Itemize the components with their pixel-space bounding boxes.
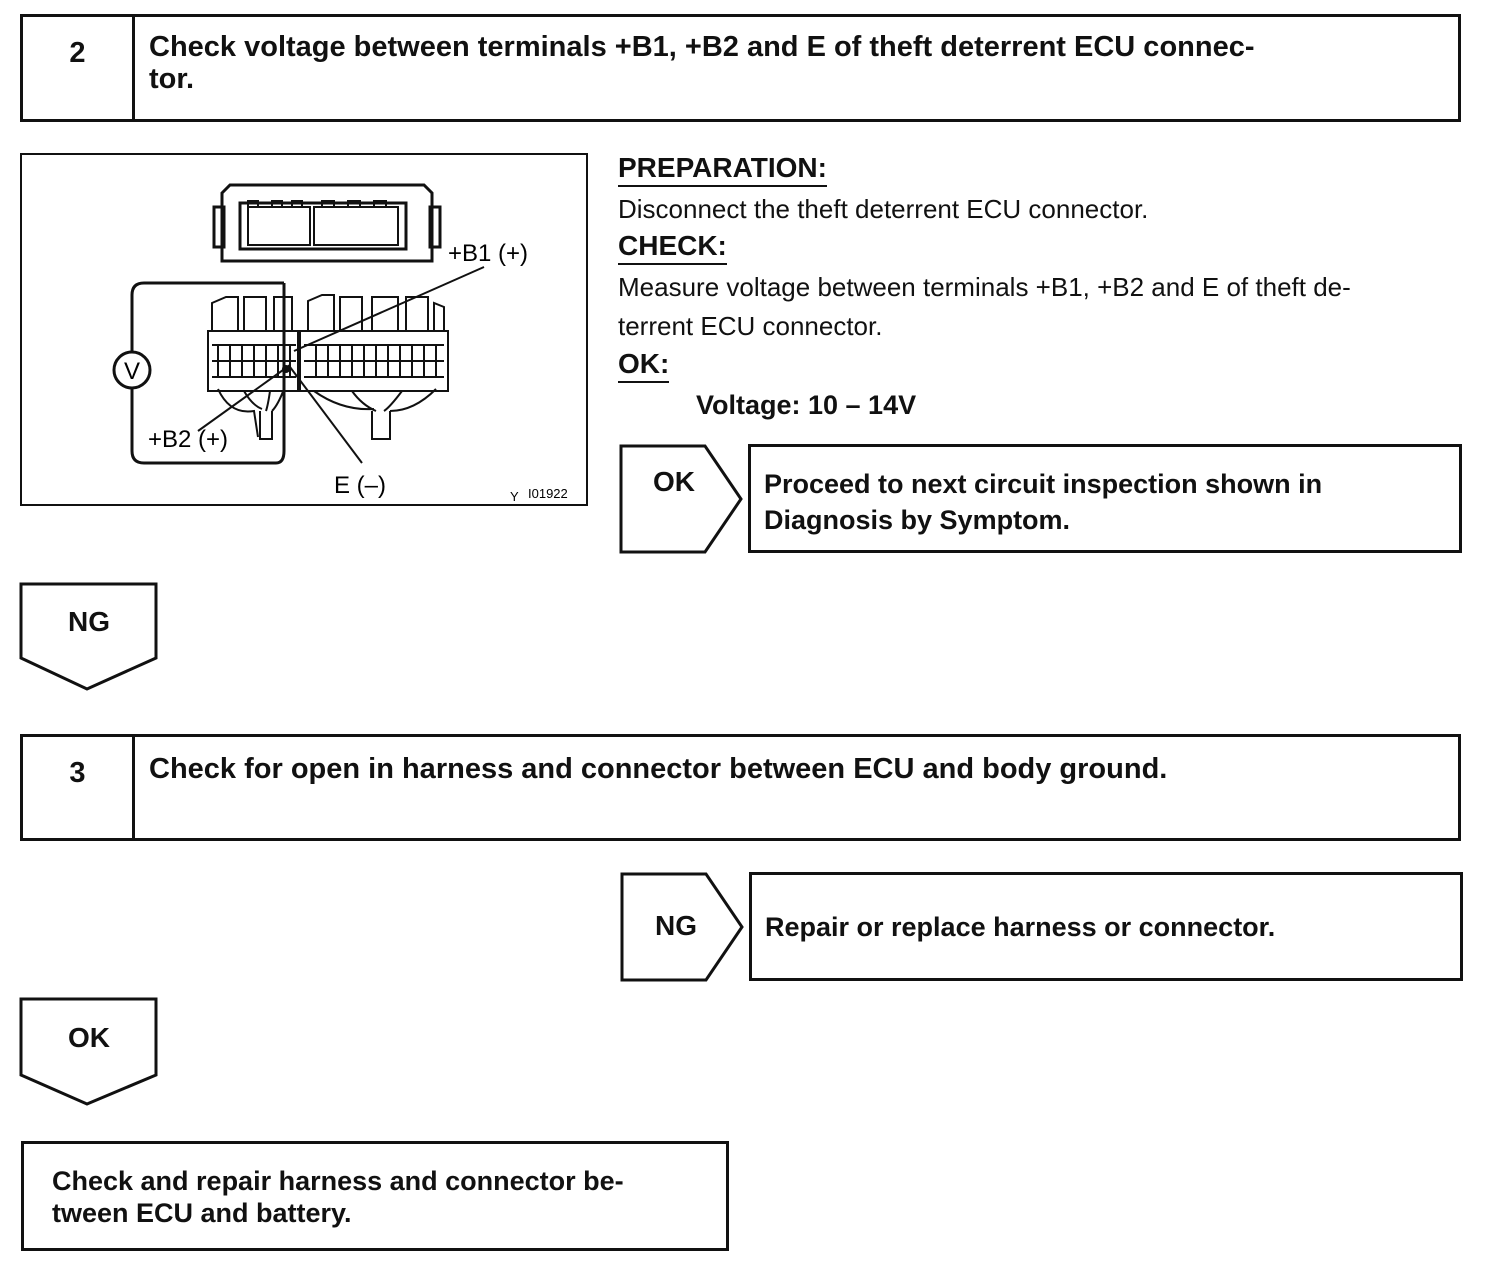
step-2-title: Check voltage between terminals +B1, +B2…	[149, 31, 1255, 95]
preparation-text: Disconnect the theft deterrent ECU conne…	[618, 194, 1149, 224]
voltmeter-symbol: V	[124, 358, 140, 385]
ng-arrow-1	[19, 582, 158, 691]
check-label: CHECK:	[618, 230, 727, 265]
step-2-number: 2	[23, 17, 135, 119]
check-text: Measure voltage between terminals +B1, +…	[618, 272, 1351, 341]
final-action-text: Check and repair harness and connector b…	[52, 1166, 624, 1228]
label-b2: +B2 (+)	[148, 426, 228, 453]
ok-label: OK:	[618, 348, 670, 383]
step-3-number: 3	[23, 737, 135, 838]
ng-arrow-2-label: NG	[655, 910, 697, 941]
leader-lines	[197, 266, 485, 464]
figure-id: I01922	[528, 486, 568, 501]
preparation-label: PREPARATION:	[618, 152, 827, 187]
final-action-box: Check and repair harness and connector b…	[21, 1141, 729, 1251]
step-2-box: 2 Check voltage between terminals +B1, +…	[20, 14, 1461, 122]
connector-figure: V +B1 (+) +B2 (+) E (–) Y I01922	[20, 153, 588, 506]
wire-bundle	[217, 388, 437, 440]
ng-arrow-2	[620, 872, 744, 982]
ng-result-2-box: Repair or replace harness or connector.	[749, 872, 1463, 981]
voltmeter-icon	[112, 350, 152, 390]
terminal-grid	[212, 344, 444, 378]
label-b1: +B1 (+)	[448, 240, 528, 267]
label-e: E (–)	[334, 472, 386, 499]
connector-diagram: V +B1 (+) +B2 (+) E (–) Y I01922	[112, 183, 568, 504]
ok-arrow-2	[19, 997, 158, 1106]
figure-id-prefix: Y	[510, 489, 519, 504]
ok-result-1-text: Proceed to next circuit inspection shown…	[764, 469, 1323, 535]
step-3-box: 3 Check for open in harness and connecto…	[20, 734, 1461, 841]
ok-result-1-box: Proceed to next circuit inspection shown…	[748, 444, 1462, 553]
ng-arrow-1-label: NG	[68, 606, 110, 637]
ok-arrow-1	[619, 444, 743, 554]
ok-arrow-1-label: OK	[653, 466, 695, 497]
ng-result-2-text: Repair or replace harness or connector.	[765, 912, 1276, 942]
voltmeter-loop	[112, 281, 286, 465]
probe-point	[282, 365, 290, 373]
step-3-title: Check for open in harness and connector …	[149, 753, 1168, 785]
ok-spec: Voltage: 10 – 14V	[696, 390, 917, 420]
ok-arrow-2-label: OK	[68, 1022, 110, 1053]
ecu-connector-outline	[212, 183, 442, 263]
